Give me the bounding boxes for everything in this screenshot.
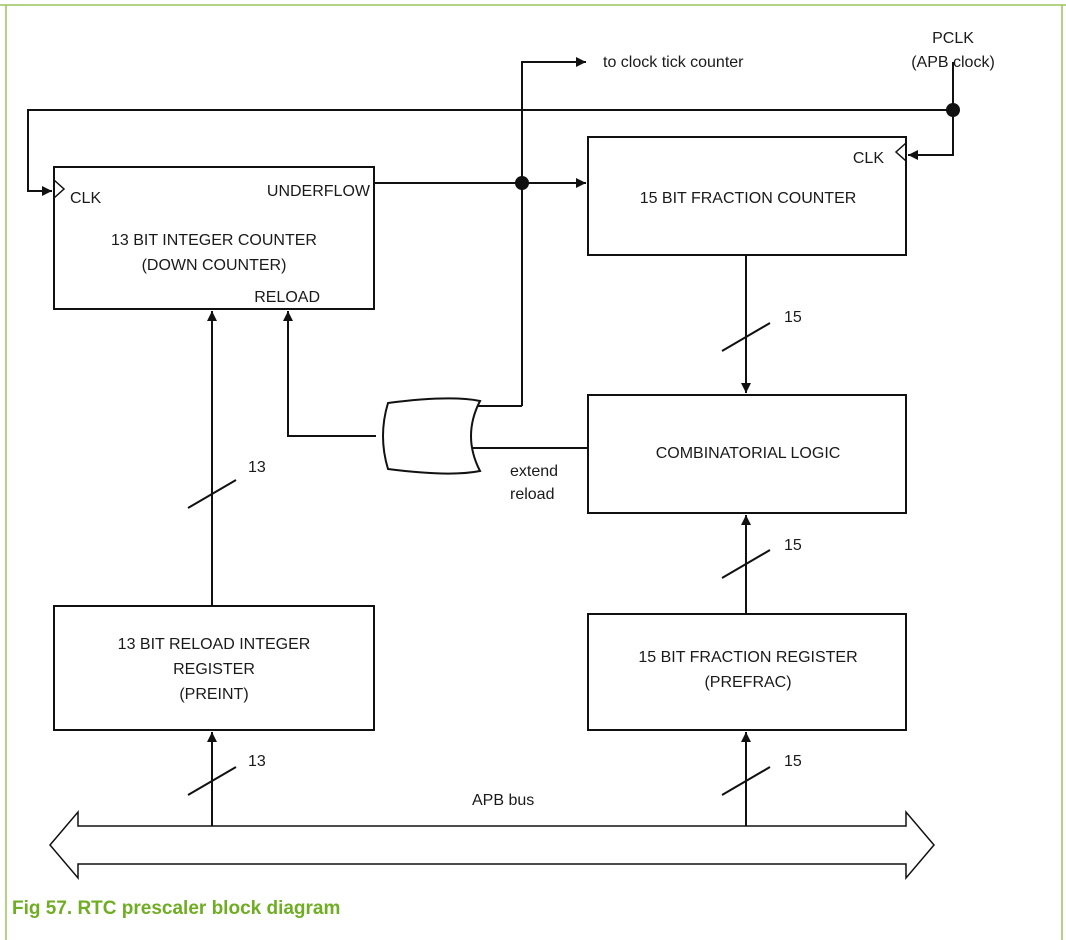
bus-slash-apb-preint [187, 766, 237, 796]
or-gate [382, 397, 482, 475]
reload-integer-register-line2: REGISTER [173, 661, 255, 678]
combinatorial-logic-block [587, 394, 907, 514]
reload-integer-register-line3: (PREINT) [179, 686, 248, 703]
apb-bus-label: APB bus [472, 792, 534, 809]
bus-width-reload-integer: 13 [248, 459, 266, 476]
pclk-label: PCLK [932, 30, 974, 47]
to-clock-tick-counter-label: to clock tick counter [603, 54, 744, 71]
pclk-line-to-integer-clk [27, 109, 953, 196]
integer-counter-block [53, 166, 375, 310]
pclk-line-to-fraction-clk [908, 110, 954, 160]
bus-width-apb-preint: 13 [248, 753, 266, 770]
extend-reload-label-line1: extend [510, 463, 558, 480]
combinatorial-logic-title: COMBINATORIAL LOGIC [656, 445, 841, 462]
apb-bus-arrow [49, 809, 935, 881]
bus-slash-reload-integer [187, 479, 237, 509]
reload-integer-register-block [53, 605, 375, 731]
reload-integer-register-line1: 13 BIT RELOAD INTEGER [118, 636, 311, 653]
figure-caption: Fig 57. RTC prescaler block diagram [12, 898, 341, 919]
bus-width-apb-prefrac: 15 [784, 753, 802, 770]
fraction-counter-clk-symbol [894, 142, 907, 162]
integer-counter-clk-label: CLK [70, 190, 101, 207]
pclk-junction-dot [946, 103, 960, 117]
integer-counter-subtitle: (DOWN COUNTER) [142, 257, 287, 274]
fraction-counter-title: 15 BIT FRACTION COUNTER [640, 190, 857, 207]
or-output-to-reload [283, 311, 376, 437]
integer-counter-clk-symbol [53, 179, 66, 199]
fraction-register-block [587, 613, 907, 731]
underflow-junction-dot [515, 176, 529, 190]
bus-width-fraction-counter: 15 [784, 309, 802, 326]
fraction-counter-block [587, 136, 907, 256]
fraction-register-line1: 15 BIT FRACTION REGISTER [638, 649, 857, 666]
integer-counter-title: 13 BIT INTEGER COUNTER [111, 232, 317, 249]
bus-slash-fraction-counter [721, 322, 771, 352]
bus-slash-apb-prefrac [721, 766, 771, 796]
bus-width-fraction-register: 15 [784, 537, 802, 554]
fraction-counter-clk-label: CLK [853, 150, 884, 167]
integer-counter-underflow-label: UNDERFLOW [267, 183, 371, 200]
fraction-register-line2: (PREFRAC) [704, 674, 791, 691]
tick-counter-line [521, 57, 586, 406]
bus-slash-fraction-register [721, 549, 771, 579]
integer-counter-reload-label: RELOAD [254, 289, 320, 306]
pclk-sublabel: (APB clock) [911, 54, 995, 71]
extend-reload-label-line2: reload [510, 486, 554, 503]
